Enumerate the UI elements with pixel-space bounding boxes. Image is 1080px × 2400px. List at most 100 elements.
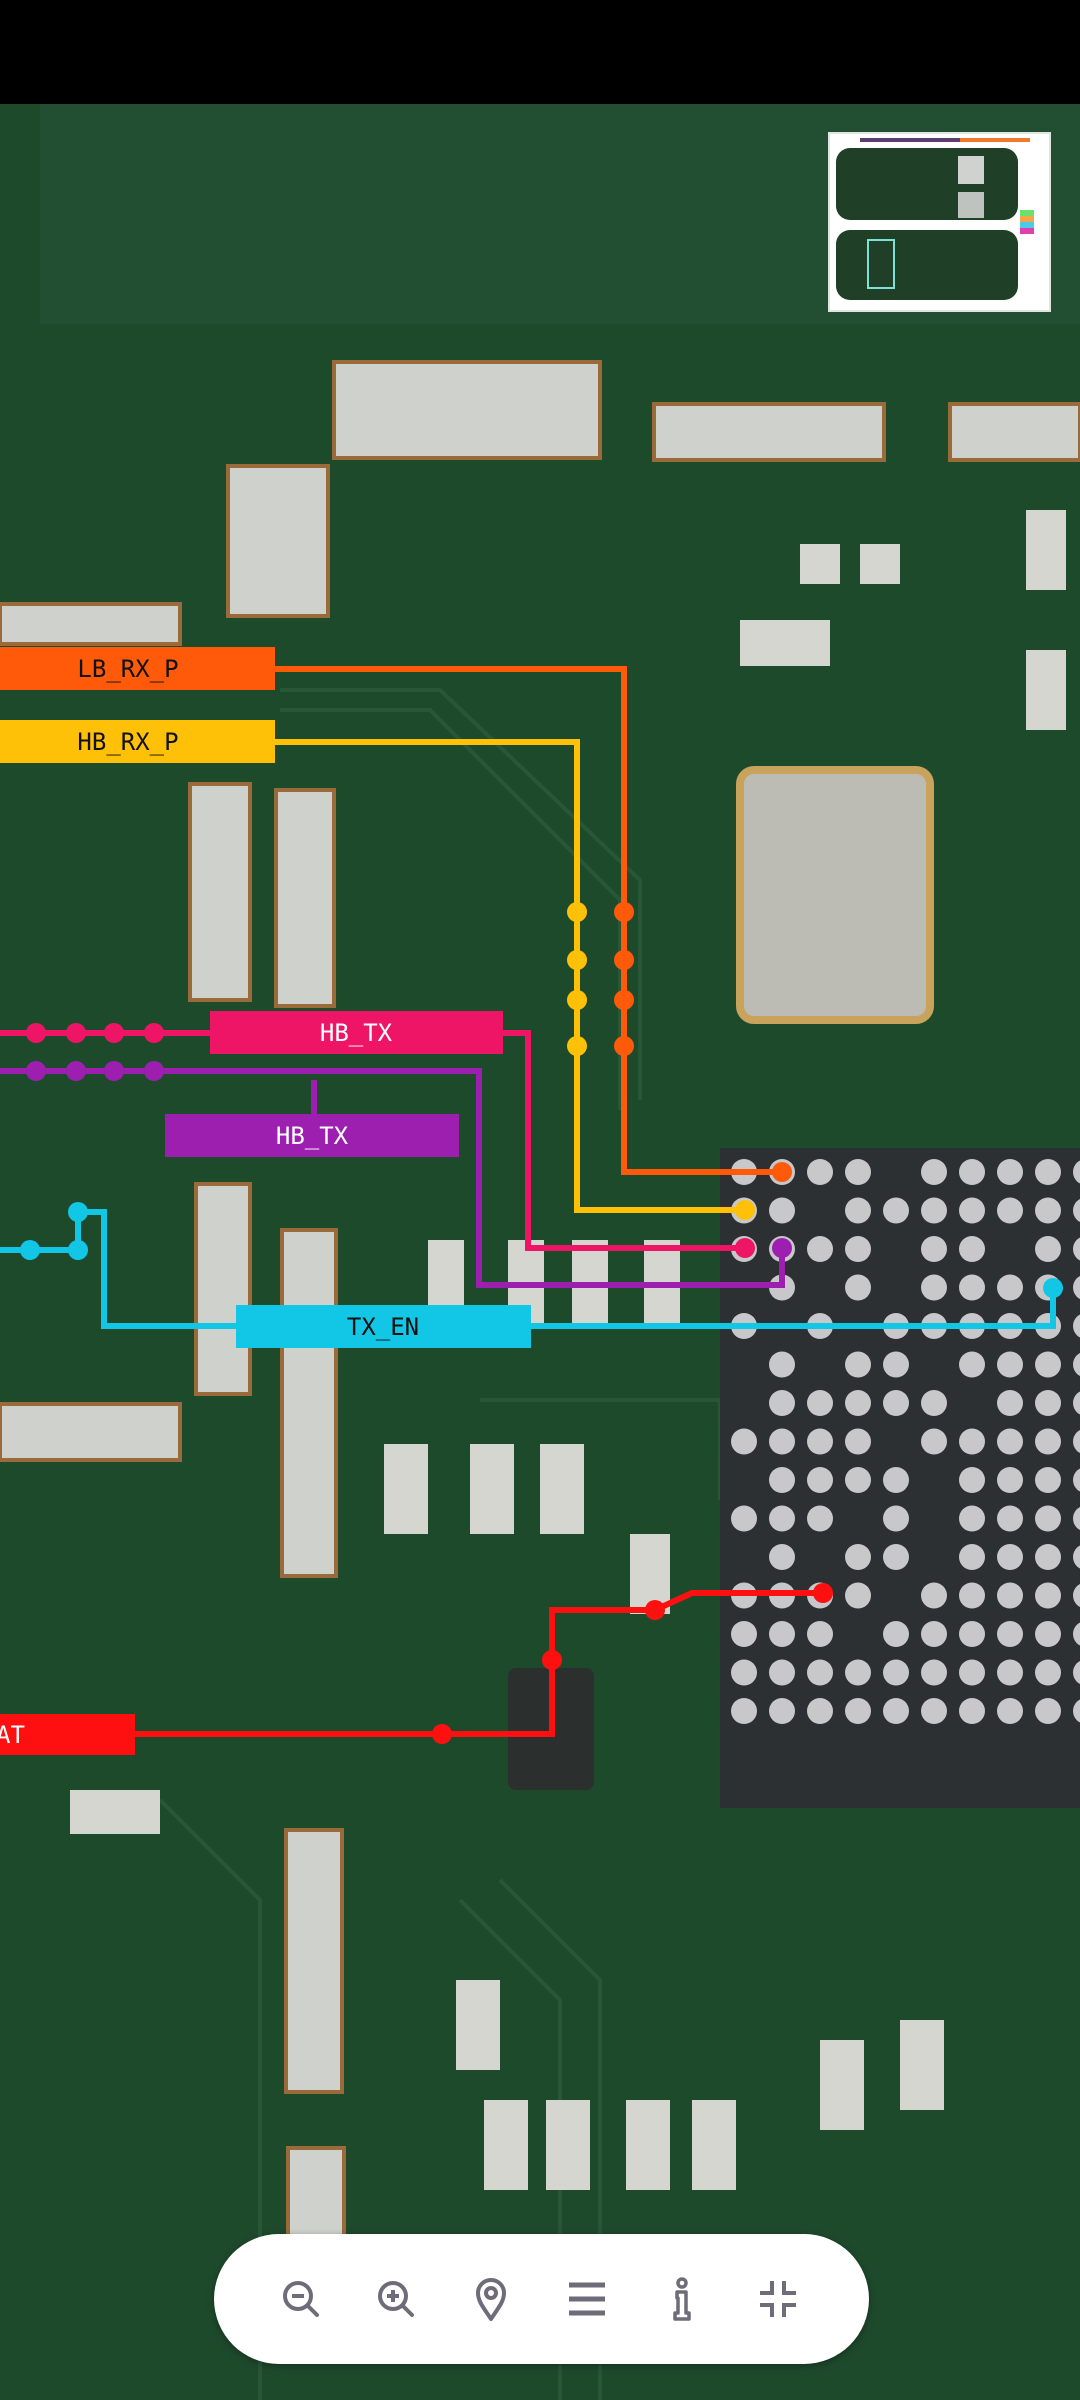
pcb-board-view[interactable]: LB_RX_P HB_RX_P HB_TX HB_TX TX_EN AT xyxy=(0,104,1080,2400)
bga-ball xyxy=(1035,1582,1061,1609)
bga-ball xyxy=(845,1467,871,1493)
net-node[interactable] xyxy=(614,1036,634,1056)
net-node[interactable] xyxy=(735,1238,755,1258)
bga-ball xyxy=(845,1582,871,1609)
bga-ball xyxy=(921,1582,947,1609)
bga-ball xyxy=(807,1236,833,1262)
bga-ball xyxy=(807,1428,833,1455)
net-label-hb-rx-p[interactable]: HB_RX_P xyxy=(0,720,275,763)
net-node[interactable] xyxy=(104,1061,124,1081)
exit-fullscreen-button[interactable] xyxy=(746,2267,810,2331)
bga-ball xyxy=(997,1582,1023,1609)
bga-ball xyxy=(731,1659,757,1686)
bga-ball xyxy=(959,1659,985,1686)
bga-ball xyxy=(1073,1275,1080,1300)
net-node[interactable] xyxy=(567,990,587,1010)
bga-ball xyxy=(1073,1198,1080,1223)
bga-ball xyxy=(845,1197,871,1224)
bga-ball xyxy=(883,1659,909,1686)
bga-ball xyxy=(807,1390,833,1416)
net-node[interactable] xyxy=(26,1023,46,1043)
net-node[interactable] xyxy=(614,902,634,922)
bga-ball xyxy=(1035,1390,1061,1416)
bga-ball xyxy=(1035,1236,1061,1262)
bga-ball xyxy=(807,1505,833,1532)
bga-ball xyxy=(845,1351,871,1378)
net-node[interactable] xyxy=(645,1600,665,1620)
net-node[interactable] xyxy=(813,1583,833,1603)
net-label-lb-rx-p[interactable]: LB_RX_P xyxy=(0,647,275,690)
bga-ball xyxy=(1035,1698,1061,1724)
bga-ball xyxy=(1073,1314,1080,1338)
bga-ball xyxy=(1035,1428,1061,1455)
bga-ball xyxy=(1073,1237,1080,1261)
net-label-hb-tx-pink[interactable]: HB_TX xyxy=(210,1011,503,1054)
info-button[interactable] xyxy=(650,2267,714,2331)
minimap-viewport[interactable] xyxy=(867,239,895,289)
net-label-tx-en[interactable]: TX_EN xyxy=(236,1305,531,1348)
bga-ball xyxy=(769,1659,795,1686)
zoom-in-icon xyxy=(378,2281,414,2317)
net-label-hb-tx-purple[interactable]: HB_TX xyxy=(165,1114,459,1157)
net-node[interactable] xyxy=(68,1202,88,1222)
net-node[interactable] xyxy=(66,1023,86,1043)
bga-ball xyxy=(807,1467,833,1493)
bga-ball xyxy=(769,1544,795,1570)
bga-ball xyxy=(845,1274,871,1301)
net-node[interactable] xyxy=(104,1023,124,1043)
net-node[interactable] xyxy=(68,1240,88,1260)
bga-ball xyxy=(959,1159,985,1185)
net-node[interactable] xyxy=(20,1240,40,1260)
bga-ball xyxy=(731,1698,757,1724)
menu-button[interactable] xyxy=(555,2267,619,2331)
net-node[interactable] xyxy=(567,950,587,970)
bga-ball xyxy=(1073,1622,1080,1646)
bga-ball xyxy=(769,1197,795,1224)
bga-ball xyxy=(921,1236,947,1262)
bottom-toolbar xyxy=(214,2234,869,2364)
net-node[interactable] xyxy=(772,1238,792,1258)
locate-button[interactable] xyxy=(459,2267,523,2331)
net-node[interactable] xyxy=(567,1036,587,1056)
bga-ball xyxy=(921,1390,947,1416)
net-node[interactable] xyxy=(144,1023,164,1043)
bga-ball xyxy=(1035,1197,1061,1224)
trace-bat[interactable] xyxy=(135,1590,823,1737)
status-bar xyxy=(0,0,1080,104)
net-node[interactable] xyxy=(1043,1278,1063,1298)
bga-ball xyxy=(883,1197,909,1224)
bga-ball xyxy=(769,1505,795,1532)
pcb-background xyxy=(0,104,1080,2400)
net-traces xyxy=(0,666,1063,1744)
net-label-text: AT xyxy=(0,1721,25,1749)
net-node[interactable] xyxy=(567,902,587,922)
net-node[interactable] xyxy=(735,1200,755,1220)
bga-ball xyxy=(997,1698,1023,1724)
bga-ball xyxy=(997,1351,1023,1378)
bga-ball xyxy=(1073,1391,1080,1415)
net-node[interactable] xyxy=(542,1650,562,1670)
net-node[interactable] xyxy=(772,1162,792,1182)
trace-hb-tx-purple[interactable] xyxy=(0,1068,785,1288)
bga-ball xyxy=(1035,1621,1061,1647)
net-node[interactable] xyxy=(144,1061,164,1081)
net-node[interactable] xyxy=(614,990,634,1010)
net-node[interactable] xyxy=(614,950,634,970)
zoom-out-button[interactable] xyxy=(269,2267,333,2331)
bga-ball xyxy=(769,1351,795,1378)
trace-hb-rx-p[interactable] xyxy=(275,739,745,1213)
bga-ball xyxy=(845,1390,871,1416)
net-label-bat[interactable]: AT xyxy=(0,1714,135,1755)
net-node[interactable] xyxy=(26,1061,46,1081)
net-node[interactable] xyxy=(432,1724,452,1744)
bga-ball xyxy=(807,1159,833,1185)
bga-ball xyxy=(1073,1352,1080,1377)
bga-ball xyxy=(959,1428,985,1455)
bga-ball xyxy=(731,1505,757,1532)
location-pin-icon xyxy=(476,2278,506,2321)
zoom-in-button[interactable] xyxy=(364,2267,428,2331)
net-label-text: HB_RX_P xyxy=(77,728,178,756)
board-minimap[interactable] xyxy=(828,132,1051,312)
zoom-out-icon xyxy=(283,2281,319,2317)
net-node[interactable] xyxy=(66,1061,86,1081)
